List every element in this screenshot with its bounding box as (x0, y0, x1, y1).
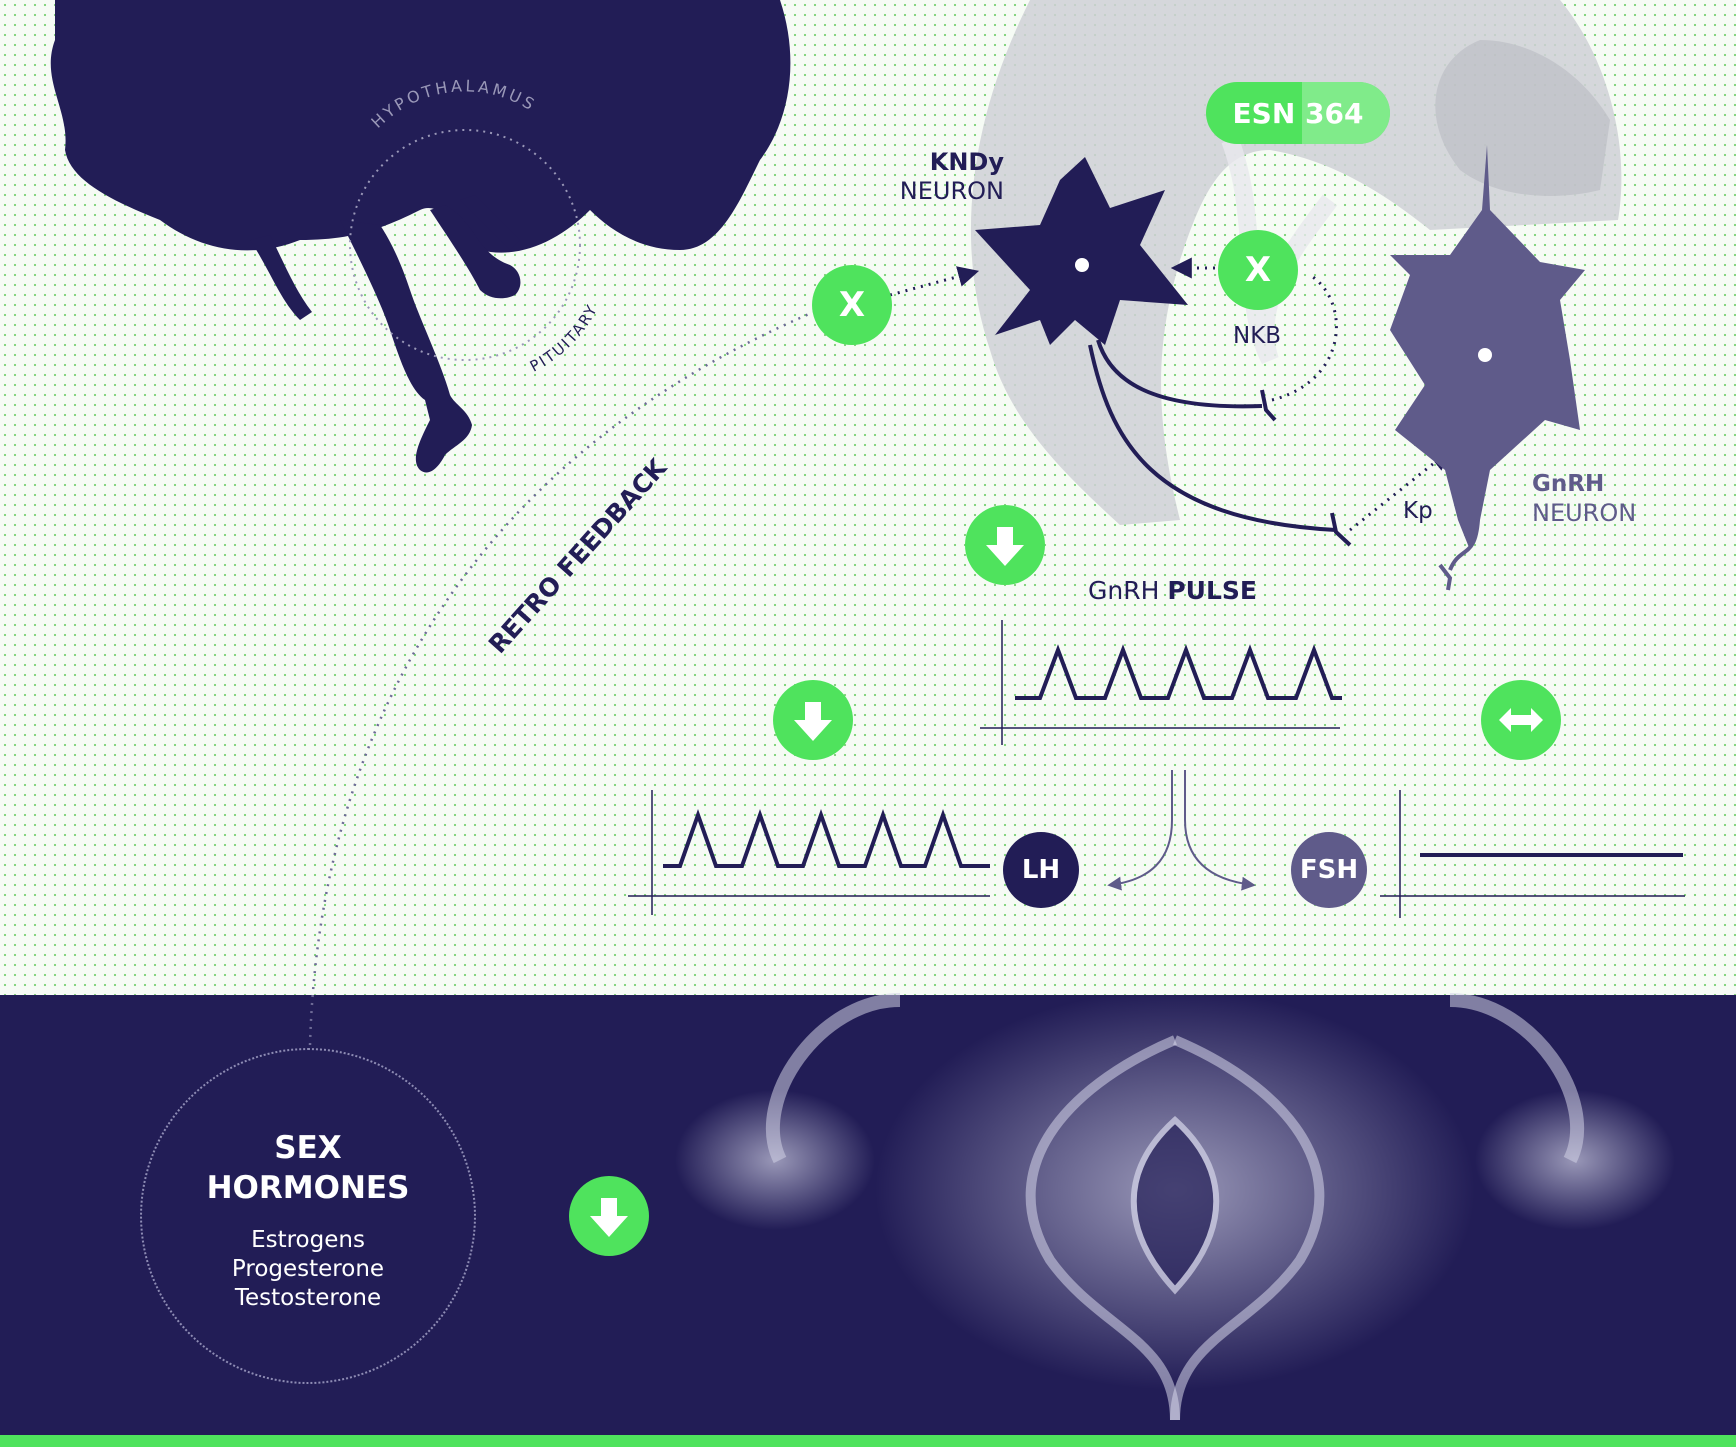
arrow-down-icon (569, 1176, 649, 1256)
bottom-accent-bar (0, 1435, 1736, 1447)
kp-arrow (1349, 449, 1452, 532)
pituitary-ring (349, 129, 581, 361)
gnrh-neuron-label: GnRH NEURON (1532, 470, 1636, 528)
sex-hormones-list: Estrogens Progesterone Testosterone (142, 1226, 474, 1313)
retro-feedback-label: RETRO FEEDBACK (483, 452, 673, 659)
sex-title-line-1: SEX (274, 1130, 342, 1166)
retro-feedback-arc (308, 293, 857, 1046)
esn-number: 364 (1305, 96, 1364, 130)
feedback-to-kndy-arrow (889, 266, 980, 297)
kndy-label-neuron: NEURON (899, 177, 1004, 205)
gnrh-label-bold: GnRH (1532, 471, 1605, 497)
gnrh-neuron (1390, 145, 1585, 591)
pulse-prefix: GnRH (1088, 576, 1160, 605)
x-block-icon: X (812, 265, 892, 345)
sex-hormones-circle: SEX HORMONES Estrogens Progesterone Test… (140, 1048, 476, 1384)
sex-hormones-title: SEX HORMONES (142, 1128, 474, 1208)
esn-364-badge: ESN 364 (1206, 82, 1390, 144)
lh-fsh-split-arrows (1107, 770, 1256, 891)
list-item: Progesterone (231, 1256, 385, 1282)
gnrh-label-neuron: NEURON (1532, 499, 1637, 527)
pulse-bold: PULSE (1167, 576, 1257, 605)
esn-label: ESN (1232, 96, 1296, 130)
arrow-down-icon (965, 505, 1045, 585)
sex-title-line-2: HORMONES (206, 1170, 410, 1206)
lh-circle: LH (1003, 832, 1079, 908)
nkb-label: NKB (1233, 323, 1282, 349)
kndy-label-bold: KNDy (929, 148, 1004, 176)
hypothalamus-ink (50, 0, 791, 473)
gnrh-pulse-chart (980, 620, 1342, 745)
kndy-neuron (975, 157, 1352, 547)
kndy-neuron-label: KNDy NEURON (888, 148, 1004, 206)
head-silhouette (970, 0, 1622, 525)
list-item: Testosterone (234, 1285, 382, 1311)
fsh-label: FSH (1299, 855, 1359, 885)
fsh-circle: FSH (1291, 832, 1367, 908)
gnrh-pulse-label: GnRH PULSE (1088, 576, 1257, 605)
lh-pulse-chart (628, 790, 990, 915)
list-item: Estrogens (251, 1227, 365, 1253)
fsh-flat-chart (1380, 790, 1685, 918)
double-arrow-icon (1481, 680, 1561, 760)
arrow-down-icon (773, 680, 853, 760)
esn-badge-highlight (1302, 82, 1390, 144)
x-block-icon: X (1218, 230, 1298, 310)
kp-label: Kp (1403, 498, 1433, 524)
smoke-shapes (675, 990, 1675, 1421)
lh-label: LH (1021, 855, 1061, 885)
pituitary-label: PITUITARY (527, 301, 602, 376)
